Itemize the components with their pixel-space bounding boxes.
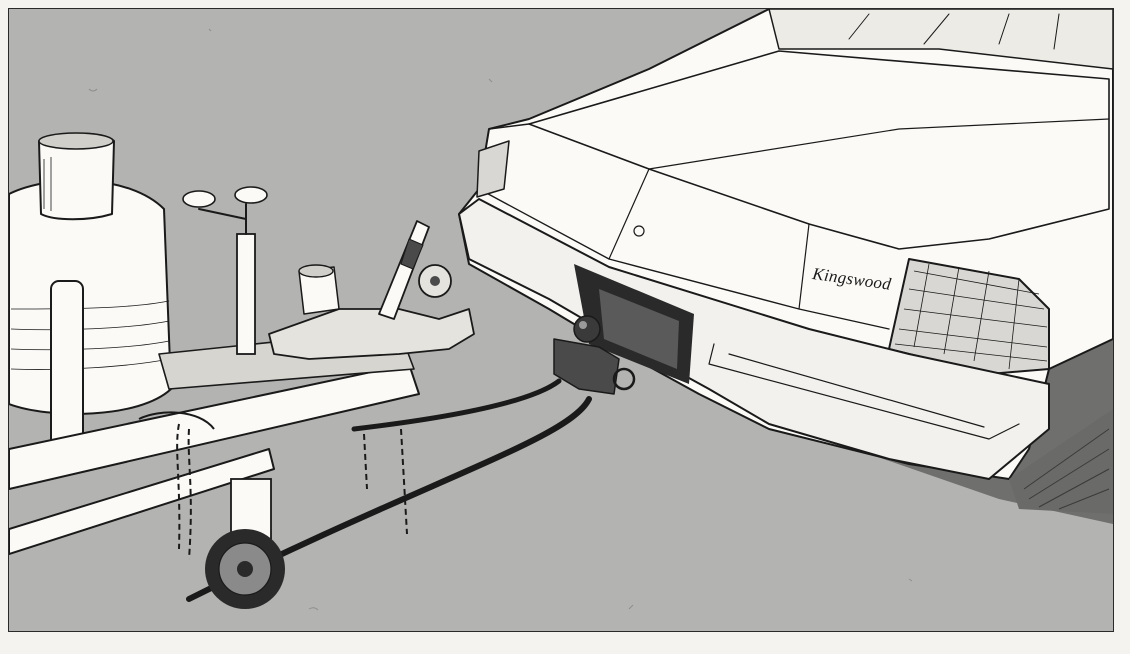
trailer-drawbar: [9, 363, 420, 490]
car-rear-wheel: [1009, 409, 1113, 514]
towing-illustration: [9, 9, 1113, 611]
safety-chains: [138, 411, 408, 560]
ground-speckles: [88, 28, 913, 611]
illustration-frame: Kingswood: [8, 8, 1114, 632]
jockey-handle-left: [182, 190, 216, 208]
trailer-post: [50, 280, 84, 457]
car: [458, 9, 1113, 524]
jockey-stand: [236, 233, 256, 355]
trunk-lid: [528, 50, 1110, 250]
trailer: [9, 132, 475, 609]
trailer-coupling: [268, 308, 475, 360]
car-emblem: [633, 225, 645, 237]
handbrake-lever: [378, 220, 430, 320]
rear-bumper: [458, 198, 1050, 480]
rear-window: [768, 9, 1113, 70]
tow-ball: [573, 315, 601, 343]
jockey-handle-right: [234, 186, 268, 204]
left-tail-light: [476, 140, 510, 198]
tow-ball-hitch: [553, 315, 636, 395]
